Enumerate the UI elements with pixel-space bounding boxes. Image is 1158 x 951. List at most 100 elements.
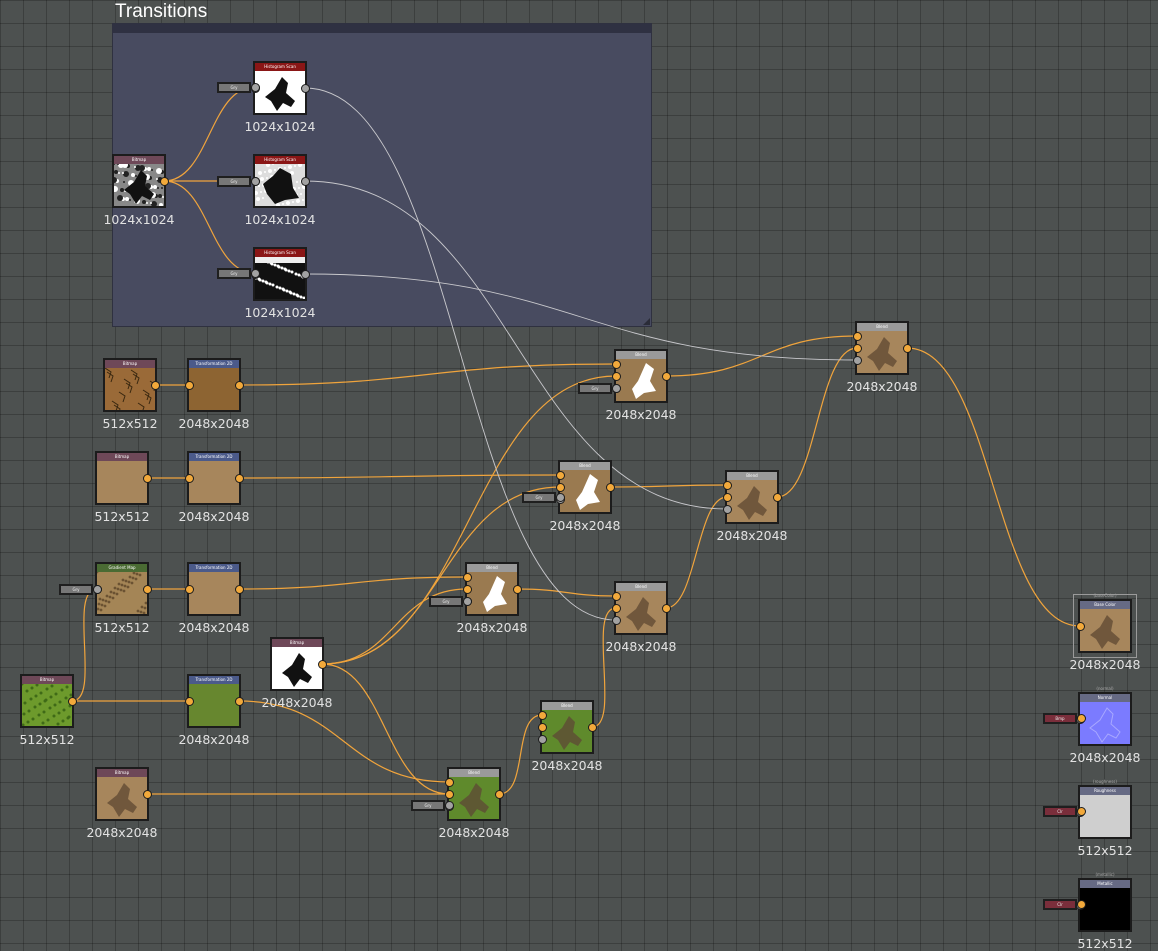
- output-port[interactable]: [150, 380, 160, 390]
- input-port[interactable]: [184, 473, 194, 483]
- tag-port[interactable]: [1076, 899, 1086, 909]
- input-type-tag[interactable]: Gry: [522, 492, 556, 503]
- input-port[interactable]: [722, 480, 732, 490]
- output-port[interactable]: [142, 789, 152, 799]
- input-type-tag[interactable]: Gry: [429, 596, 463, 607]
- input-type-tag[interactable]: Clr: [1043, 899, 1077, 910]
- wire[interactable]: [516, 588, 617, 597]
- output-port[interactable]: [587, 722, 597, 732]
- output-port[interactable]: [300, 83, 310, 93]
- tag-port[interactable]: [555, 492, 565, 502]
- tag-port[interactable]: [1076, 713, 1086, 723]
- input-port[interactable]: [184, 380, 194, 390]
- output-port[interactable]: [67, 696, 77, 706]
- input-type-tag[interactable]: Gry: [578, 383, 612, 394]
- tag-port[interactable]: [1076, 806, 1086, 816]
- wire[interactable]: [906, 347, 1081, 627]
- output-port[interactable]: [234, 473, 244, 483]
- output-port[interactable]: [142, 584, 152, 594]
- output-port[interactable]: [317, 659, 327, 669]
- wire[interactable]: [665, 496, 728, 609]
- input-port[interactable]: [611, 371, 621, 381]
- input-type-tag[interactable]: Bmp: [1043, 713, 1077, 724]
- tag-port[interactable]: [250, 268, 260, 278]
- wire[interactable]: [304, 180, 728, 510]
- output-port[interactable]: [142, 473, 152, 483]
- output-port[interactable]: [234, 584, 244, 594]
- input-type-tag[interactable]: Gry: [59, 584, 93, 595]
- wire[interactable]: [321, 486, 561, 665]
- input-port[interactable]: [184, 584, 194, 594]
- input-type-tag[interactable]: Gry: [217, 82, 251, 93]
- input-port[interactable]: [555, 482, 565, 492]
- wire[interactable]: [321, 663, 450, 795]
- input-port[interactable]: [444, 777, 454, 787]
- wire[interactable]: [238, 700, 450, 783]
- input-port[interactable]: [537, 710, 547, 720]
- input-type-tag[interactable]: Gry: [411, 800, 445, 811]
- input-port[interactable]: [722, 504, 732, 514]
- wire[interactable]: [304, 273, 858, 361]
- input-port[interactable]: [611, 603, 621, 613]
- input-port[interactable]: [852, 355, 862, 365]
- input-port[interactable]: [537, 722, 547, 732]
- wire[interactable]: [238, 363, 617, 386]
- tag-port[interactable]: [462, 596, 472, 606]
- wire[interactable]: [304, 87, 617, 621]
- input-type-tag[interactable]: Gry: [217, 176, 251, 187]
- input-type-tag[interactable]: Clr: [1043, 806, 1077, 817]
- input-port[interactable]: [611, 615, 621, 625]
- output-port[interactable]: [494, 789, 504, 799]
- input-port[interactable]: [722, 492, 732, 502]
- input-port[interactable]: [462, 584, 472, 594]
- frame-resize-grip[interactable]: [643, 318, 650, 325]
- wire[interactable]: [163, 180, 256, 274]
- input-port[interactable]: [537, 734, 547, 744]
- output-port[interactable]: [902, 343, 912, 353]
- output-port[interactable]: [661, 371, 671, 381]
- tag-port[interactable]: [444, 800, 454, 810]
- wire[interactable]: [776, 347, 858, 498]
- tag-port[interactable]: [611, 383, 621, 393]
- input-port[interactable]: [852, 331, 862, 341]
- output-port[interactable]: [234, 380, 244, 390]
- wire[interactable]: [321, 588, 468, 665]
- wire[interactable]: [591, 607, 617, 728]
- output-port[interactable]: [300, 269, 310, 279]
- wire[interactable]: [163, 86, 256, 182]
- wire[interactable]: [498, 714, 543, 795]
- input-port[interactable]: [852, 343, 862, 353]
- wire[interactable]: [71, 588, 98, 702]
- tag-port[interactable]: [250, 176, 260, 186]
- input-port[interactable]: [611, 359, 621, 369]
- wire[interactable]: [609, 484, 728, 488]
- input-type-tag[interactable]: Gry: [217, 268, 251, 279]
- input-port[interactable]: [462, 572, 472, 582]
- output-port[interactable]: [512, 584, 522, 594]
- output-port[interactable]: [605, 482, 615, 492]
- output-port[interactable]: [300, 176, 310, 186]
- input-port[interactable]: [184, 696, 194, 706]
